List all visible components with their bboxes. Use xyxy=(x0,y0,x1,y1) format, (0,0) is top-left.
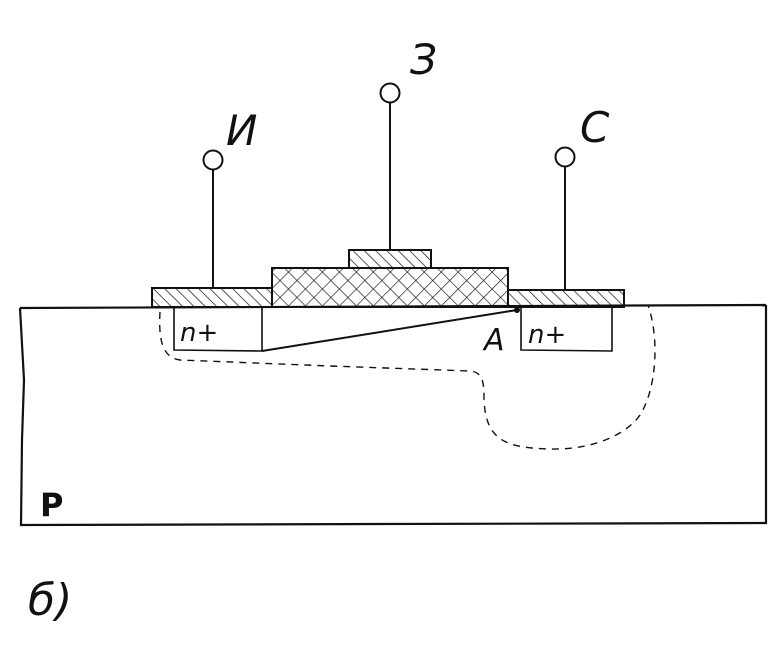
gate-contact xyxy=(348,249,432,269)
drain-n-region xyxy=(520,308,613,352)
source-region-label: n+ xyxy=(180,318,218,348)
channel-edge xyxy=(261,309,518,352)
drain-region-label: n+ xyxy=(528,320,566,350)
source-terminal-pin xyxy=(202,149,224,171)
source-terminal-label: И xyxy=(226,106,257,155)
gate-oxide xyxy=(271,267,509,308)
source-n-region xyxy=(173,308,263,352)
substrate-body xyxy=(18,305,768,527)
substrate-label: P xyxy=(40,486,63,524)
pinch-point-dot xyxy=(514,307,520,313)
drain-contact xyxy=(507,289,625,308)
figure-label: б) xyxy=(28,575,72,626)
pinch-point-label: A xyxy=(482,323,505,358)
drain-terminal-pin xyxy=(554,146,576,168)
gate-terminal-pin xyxy=(379,82,401,104)
source-contact xyxy=(151,287,273,308)
gate-terminal-label: З xyxy=(410,35,437,84)
depletion-boundary xyxy=(158,304,656,450)
drain-terminal-label: С xyxy=(580,103,610,152)
